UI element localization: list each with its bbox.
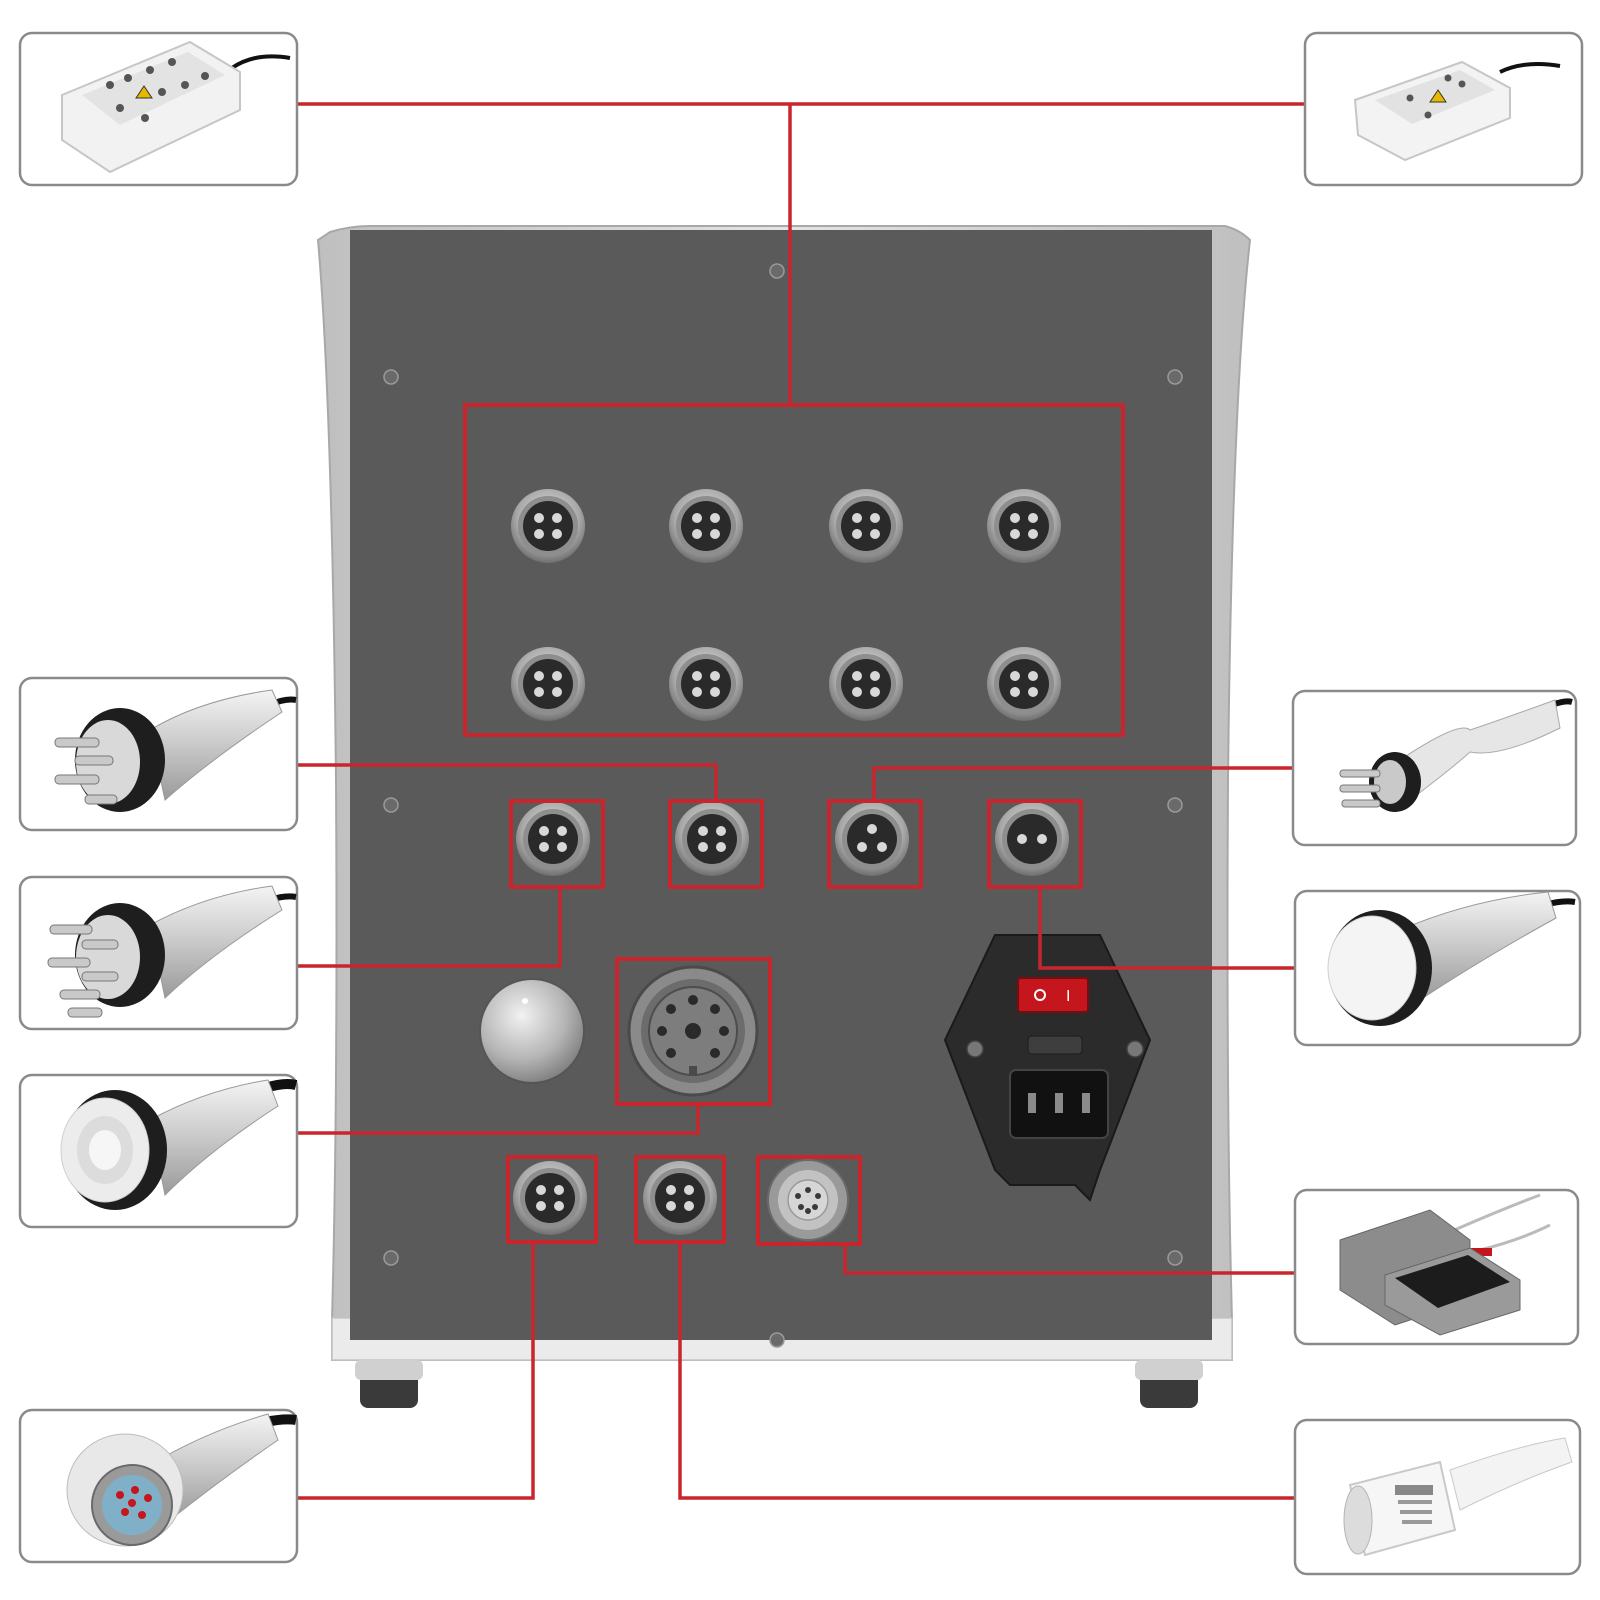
cavitation-highlight [987,799,1083,889]
rf-6-pin-highlight [509,799,605,889]
accessory-lipo-pad-large [18,31,299,187]
power-switch[interactable]: I [1017,977,1089,1013]
led-probe-socket[interactable] [513,1161,587,1235]
leader-cavitation [1038,887,1295,970]
leader-vacuum [298,1104,700,1135]
tripolar-socket[interactable] [835,802,909,876]
led-probe-highlight [506,1155,598,1244]
pad-socket[interactable] [511,489,585,563]
pad-socket[interactable] [829,647,903,721]
leader-rf-6-pin [298,887,562,968]
leader-led-probe [298,1242,535,1500]
led-probe-icon [66,1413,297,1547]
accessory-cavitation-probe [1293,889,1582,1047]
vacuum-socket[interactable] [627,965,759,1097]
cavitation-socket[interactable] [995,802,1069,876]
accessory-rf-probe-6-pin [18,875,299,1031]
power-inlet-module [943,934,1152,1202]
leader-cold-hammer [678,1242,1295,1500]
ems-highlight [756,1155,862,1246]
accessory-ems-pads [1293,1188,1580,1346]
pad-socket[interactable] [987,647,1061,721]
leader-rf-4-pin [298,763,718,801]
power-switch-label: I [1066,988,1070,1005]
accessory-cold-hammer-probe [1293,1418,1582,1576]
cavitation-probe-icon [1327,891,1576,1026]
ems-socket[interactable] [767,1159,849,1241]
leader-ems [843,1244,1295,1275]
pad-socket-highlight [463,403,1125,737]
rf-probe-icon [54,689,297,812]
cold-hammer-socket[interactable] [643,1161,717,1235]
rf-4-pin-socket[interactable] [675,802,749,876]
accessory-vacuum-probe [18,1073,299,1229]
leader-lines [298,102,1305,1500]
pad-socket[interactable] [829,489,903,563]
rf-6-pin-socket[interactable] [516,802,590,876]
accessory-led-photon-probe [18,1408,299,1564]
vacuum-probe-icon [60,1079,298,1210]
vacuum-highlight [615,957,772,1106]
accessory-lipo-pad-small [1303,31,1584,187]
panel-screws [383,263,1183,1348]
ems-pad-icon [1339,1193,1551,1336]
rf-probe-icon [47,885,297,1018]
cold-hammer-icon [1343,1437,1573,1557]
leader-tripolar [872,766,1293,801]
rf-probe-icon [1339,698,1573,812]
lipo-laser-pad-icon [61,40,291,174]
pad-socket[interactable] [987,489,1061,563]
accessory-rf-probe-4-pin [18,676,299,832]
accessory-rf-probe-tripolar [1291,689,1578,847]
pad-socket[interactable] [669,489,743,563]
pad-socket[interactable] [669,647,743,721]
intensity-knob[interactable] [479,978,585,1084]
pad-socket[interactable] [511,647,585,721]
lipo-laser-pad-icon [1353,60,1561,162]
fuse-holder[interactable] [1027,1035,1083,1055]
